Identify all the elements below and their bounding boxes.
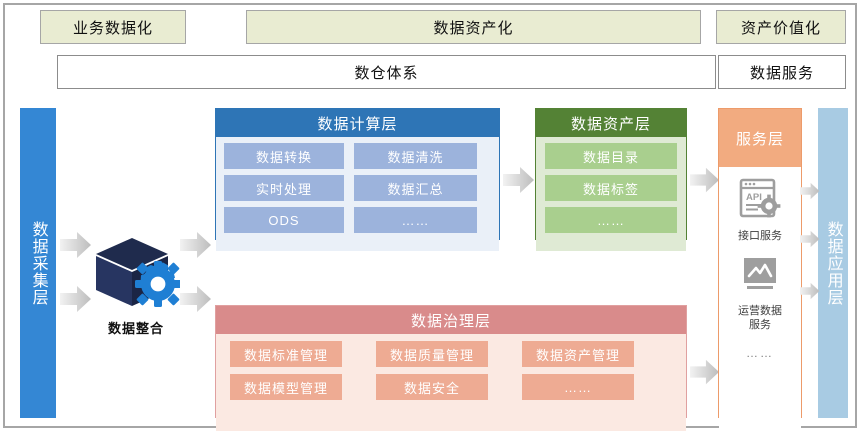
banner-asset-valuation: 资产价值化 bbox=[716, 10, 846, 44]
banner-data-assetization: 数据资产化 bbox=[246, 10, 701, 44]
monitor-chart-icon bbox=[738, 256, 782, 301]
banner-data-service: 数据服务 bbox=[718, 55, 846, 89]
panel-title-asset: 数据资产层 bbox=[570, 115, 651, 133]
service-item-api[interactable]: API bbox=[724, 177, 796, 244]
panel-service-layer: 服务层 API bbox=[718, 108, 802, 431]
panel-data-asset-layer: 数据资产层 数据目录 数据标签 …… bbox=[535, 108, 687, 251]
arrow-integration-to-governance bbox=[180, 285, 212, 313]
chip-asset-0[interactable]: 数据目录 bbox=[545, 143, 677, 169]
service-item-label-api: 接口服务 bbox=[738, 230, 782, 242]
chip-governance-4[interactable]: 数据安全 bbox=[376, 374, 488, 400]
panel-title-compute: 数据计算层 bbox=[317, 115, 398, 133]
arrow-collect-to-integration-bottom bbox=[60, 285, 92, 313]
panel-data-compute-layer: 数据计算层 数据转换 数据清洗 实时处理 数据汇总 ODS …… bbox=[215, 108, 500, 251]
arrow-service-to-app-3 bbox=[800, 282, 820, 300]
sidebar-data-application-layer: 数据应用层 bbox=[818, 108, 848, 418]
service-item-label-operations: 运营数据 服务 bbox=[738, 304, 782, 331]
chip-governance-5[interactable]: …… bbox=[522, 374, 634, 400]
service-more-dots: …… bbox=[746, 346, 774, 361]
arrow-asset-to-service bbox=[690, 166, 720, 194]
chip-compute-2[interactable]: 实时处理 bbox=[224, 175, 344, 201]
chip-governance-2[interactable]: 数据资产管理 bbox=[522, 341, 634, 367]
chip-governance-0[interactable]: 数据标准管理 bbox=[230, 341, 342, 367]
chip-compute-4[interactable]: ODS bbox=[224, 207, 344, 233]
chip-governance-1[interactable]: 数据质量管理 bbox=[376, 341, 488, 367]
chip-asset-1[interactable]: 数据标签 bbox=[545, 175, 677, 201]
chip-asset-2[interactable]: …… bbox=[545, 207, 677, 233]
cube-gear-icon bbox=[92, 232, 181, 312]
arrow-integration-to-compute bbox=[180, 231, 212, 259]
arrow-compute-to-asset bbox=[503, 166, 535, 194]
panel-title-governance: 数据治理层 bbox=[410, 312, 491, 330]
arrow-collect-to-integration-top bbox=[60, 231, 92, 259]
arrow-service-to-app-1 bbox=[800, 182, 820, 200]
banner-business-datafication: 业务数据化 bbox=[40, 10, 186, 44]
integration-label: 数据整合 bbox=[107, 321, 164, 336]
api-window-gear-icon: API bbox=[738, 177, 782, 226]
chip-compute-3[interactable]: 数据汇总 bbox=[354, 175, 477, 201]
arrow-governance-to-service bbox=[690, 358, 720, 386]
svg-text:API: API bbox=[746, 192, 762, 203]
chip-compute-1[interactable]: 数据清洗 bbox=[354, 143, 477, 169]
panel-title-service: 服务层 bbox=[735, 130, 784, 148]
sidebar-data-collection-layer: 数据采集层 bbox=[20, 108, 56, 418]
chip-compute-0[interactable]: 数据转换 bbox=[224, 143, 344, 169]
service-item-operations[interactable]: 运营数据 服务 bbox=[724, 256, 796, 333]
panel-data-governance-layer: 数据治理层 数据标准管理 数据质量管理 数据资产管理 数据模型管理 数据安全 …… bbox=[215, 305, 687, 431]
banner-data-warehouse-system: 数仓体系 bbox=[57, 55, 716, 89]
chip-compute-5[interactable]: …… bbox=[354, 207, 477, 233]
chip-governance-3[interactable]: 数据模型管理 bbox=[230, 374, 342, 400]
arrow-service-to-app-2 bbox=[800, 230, 820, 248]
